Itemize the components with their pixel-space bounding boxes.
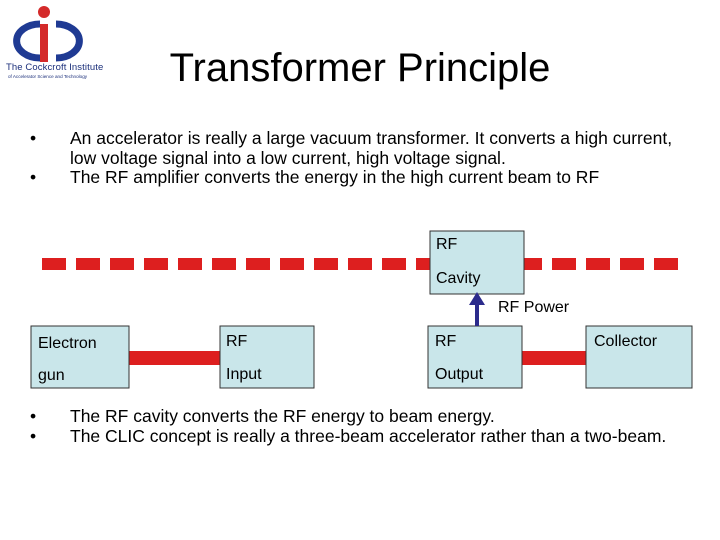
rf-cavity-label-2: Cavity <box>436 270 481 287</box>
bullet-list-top: • An accelerator is really a large vacuu… <box>30 128 690 188</box>
bullet-glyph: • <box>30 425 37 446</box>
drive-beam-dash <box>178 258 202 270</box>
drive-beam-dash <box>246 258 270 270</box>
slide-title: Transformer Principle <box>169 46 551 90</box>
electron-gun-label-1: Electron <box>38 335 97 352</box>
drive-beam-dash <box>620 258 644 270</box>
rf-input-label-2: Input <box>226 366 262 383</box>
drive-beam-dash <box>280 258 304 270</box>
bullet-item: • An accelerator is really a large vacuu… <box>30 128 690 168</box>
collector-box <box>585 325 693 389</box>
electron-gun-box <box>30 325 130 389</box>
rf-output-label-2: Output <box>435 366 484 383</box>
drive-beam-dash <box>42 258 66 270</box>
drive-beam-dash <box>110 258 134 270</box>
drive-beam-dash <box>144 258 168 270</box>
bullet-glyph: • <box>30 406 37 426</box>
bullet-item: • The CLIC concept is really a three-bea… <box>30 425 690 447</box>
rf-cavity-box <box>429 230 525 295</box>
bullet-item: • The RF amplifier converts the energy i… <box>30 167 690 188</box>
beam-segment <box>520 351 586 365</box>
rf-input-label-1: RF <box>226 333 248 350</box>
drive-beam-dash <box>314 258 338 270</box>
bullet-text: The RF amplifier converts the energy in … <box>70 167 600 187</box>
drive-beam-dash <box>212 258 236 270</box>
drive-beam-line <box>42 258 678 270</box>
drive-beam-dash <box>348 258 372 270</box>
logo-tagline: of Accelerator Science and Technology <box>8 74 88 79</box>
drive-beam-dash <box>382 258 406 270</box>
rf-output-label-1: RF <box>435 333 457 350</box>
bullet-list-bottom: • The RF cavity converts the RF energy t… <box>30 406 690 447</box>
collector-label: Collector <box>594 333 658 350</box>
bullet-item: • The RF cavity converts the RF energy t… <box>30 406 690 427</box>
bullet-text: The CLIC concept is really a three-beam … <box>70 425 667 446</box>
rf-output-box <box>427 325 523 389</box>
bullet-text: The RF cavity converts the RF energy to … <box>70 406 495 426</box>
drive-beam-dash <box>654 258 678 270</box>
rf-power-arrow-head <box>469 292 485 305</box>
rf-power-label: RF Power <box>498 299 570 316</box>
drive-beam-dash <box>552 258 576 270</box>
bullet-glyph: • <box>30 167 37 187</box>
logo-name: The Cockcroft Institute <box>6 62 104 73</box>
rf-input-box <box>219 325 315 389</box>
bullet-glyph: • <box>30 128 37 148</box>
bullet-text: An accelerator is really a large vacuum … <box>70 128 673 168</box>
rf-cavity-label-1: RF <box>436 236 458 253</box>
drive-beam-dash <box>76 258 100 270</box>
logo-mark <box>13 6 83 62</box>
electron-gun-label-2: gun <box>38 367 65 384</box>
beam-segment <box>129 351 222 365</box>
drive-beam-dash <box>586 258 610 270</box>
